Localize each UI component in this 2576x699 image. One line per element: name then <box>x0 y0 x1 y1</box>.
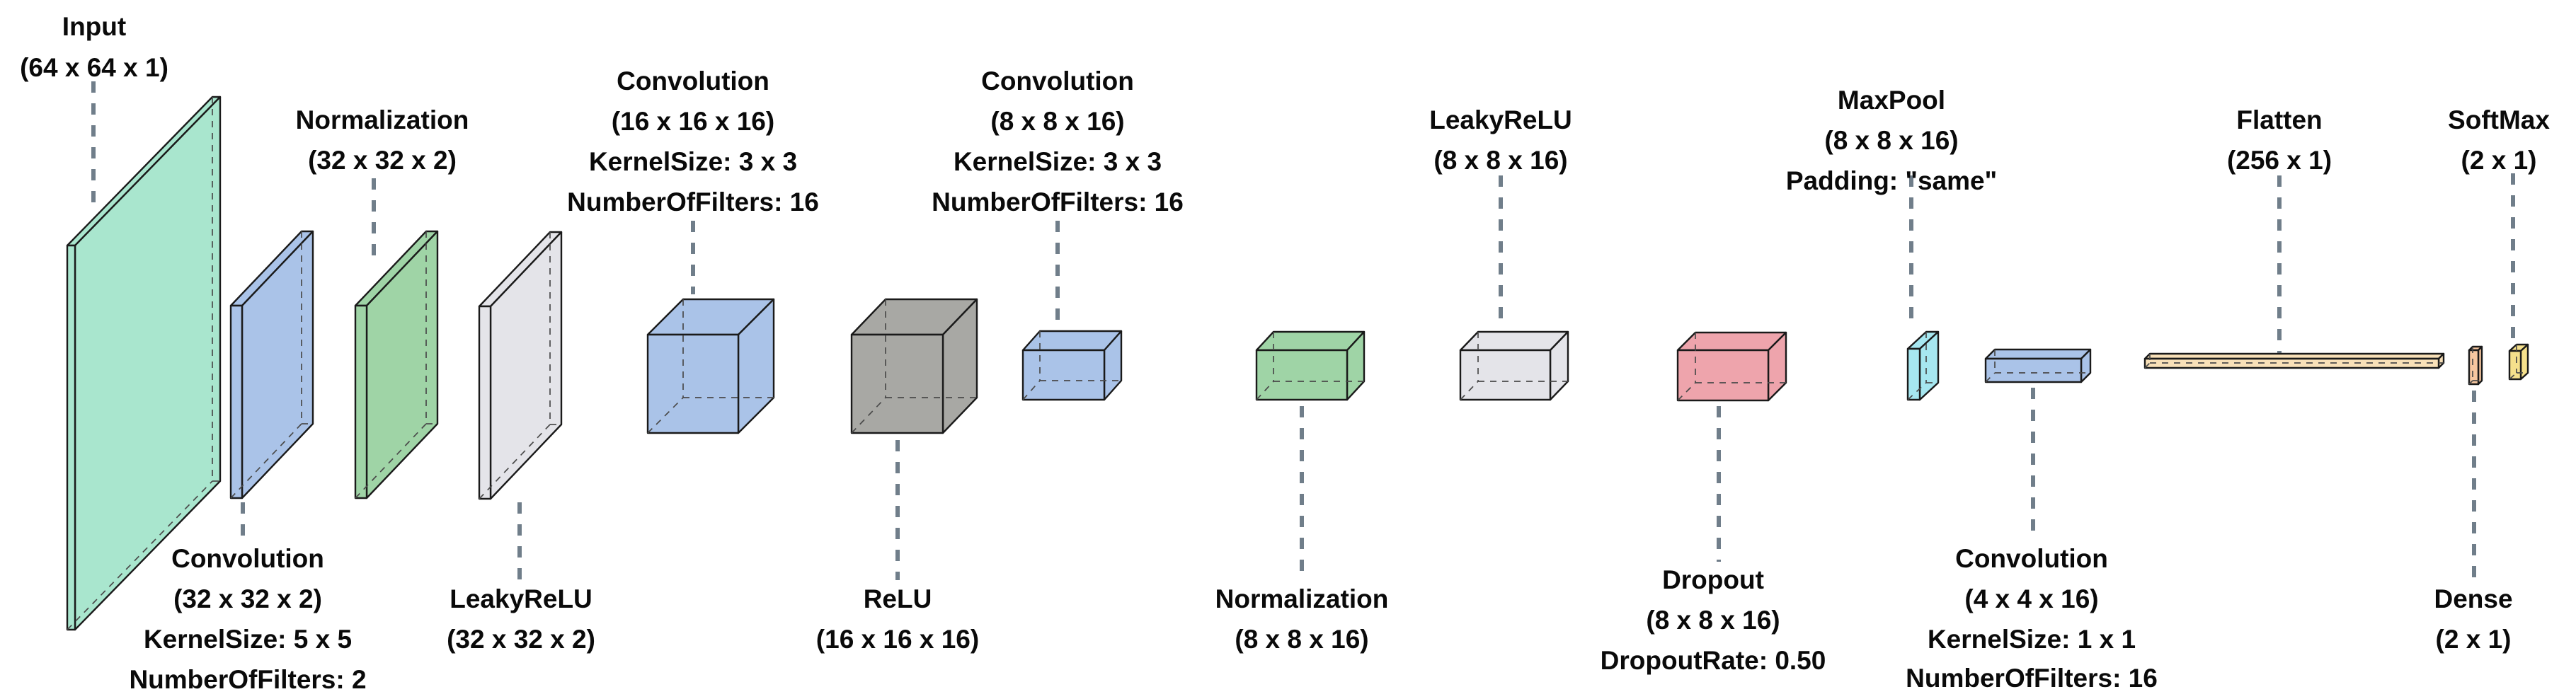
layer-relu: ReLU (16 x 16 x 16) <box>816 298 979 654</box>
layer-side-face <box>241 230 314 499</box>
layer-label-line: (8 x 8 x 16) <box>1433 146 1567 175</box>
layer-label-line: (256 x 1) <box>2227 146 2332 175</box>
layer-label-line: (16 x 16 x 16) <box>612 107 774 136</box>
layer-label-line: Dropout <box>1662 565 1764 594</box>
layer-label-line: KernelSize: 1 x 1 <box>1928 625 2136 654</box>
layer-norm-2: Normalization (8 x 8 x 16) <box>1215 330 1389 654</box>
layer-label-line: Normalization <box>296 105 469 134</box>
layer-label-line: LeakyReLU <box>450 584 593 613</box>
layer-front-face <box>478 305 492 500</box>
layer-top-face <box>1984 348 2092 360</box>
layer-label-line: Dense <box>2434 584 2512 613</box>
layer-top-face <box>1255 330 1366 352</box>
hidden-edge <box>1907 382 1927 400</box>
hidden-edge <box>1256 381 1274 400</box>
layer-label-line: ReLU <box>864 584 932 613</box>
layer-front-face <box>2508 350 2522 381</box>
hidden-edge <box>67 480 213 630</box>
layer-label-line: Convolution <box>171 544 324 573</box>
layer-conv-2: Convolution (16 x 16 x 16) KernelSize: 3 x… <box>567 67 819 434</box>
layer-label-line: (32 x 32 x 2) <box>447 625 595 654</box>
layer-label-line: NumberOfFilters: 16 <box>932 187 1184 216</box>
layer-side-face <box>365 230 439 499</box>
layer-front-face <box>354 304 368 499</box>
layer-front-face <box>1459 349 1552 401</box>
layers-group: Input (64 x 64 x 1) Convolution (32 x 32 x … <box>20 12 2550 694</box>
hidden-edge <box>1022 380 1041 400</box>
hidden-edge <box>647 397 684 434</box>
layer-conv-1: Convolution (32 x 32 x 2) KernelSize: 5 x … <box>129 230 367 694</box>
layer-front-face <box>2468 349 2480 386</box>
layer-label-line: (8 x 8 x 16) <box>990 107 1124 136</box>
layer-label-line: (16 x 16 x 16) <box>816 625 979 654</box>
layer-leakyrelu-2: LeakyReLU (8 x 8 x 16) <box>1429 105 1572 401</box>
layer-label-line: Input <box>62 12 126 41</box>
hidden-edge <box>355 423 427 499</box>
layer-front-face <box>1255 349 1349 401</box>
hidden-edge <box>851 397 886 434</box>
hidden-edge <box>1677 382 1696 401</box>
layer-dense: Dense (2 x 1) <box>2434 345 2513 654</box>
layer-side-face <box>489 231 563 500</box>
hidden-edge <box>230 423 302 499</box>
layer-label-line: Padding: "same" <box>1786 166 1997 195</box>
layer-label-line: (4 x 4 x 16) <box>1964 584 2098 613</box>
layer-front-face <box>1906 347 1921 401</box>
layer-label-line: Convolution <box>981 67 1134 96</box>
layer-front-face <box>646 333 740 434</box>
layer-label-line: Convolution <box>1955 544 2108 573</box>
layer-label-line: SoftMax <box>2448 105 2550 134</box>
layer-side-face <box>2519 343 2529 381</box>
layer-top-face <box>1676 331 1787 352</box>
layer-label-line: (8 x 8 x 16) <box>1824 126 1958 155</box>
layer-label-line: (32 x 32 x 2) <box>308 146 457 175</box>
layer-softmax: SoftMax (2 x 1) <box>2448 105 2550 381</box>
layer-front-face <box>229 304 244 499</box>
layer-label-line: Flatten <box>2236 105 2322 134</box>
layer-label-line: NumberOfFilters: 16 <box>567 187 819 216</box>
layer-front-face <box>1021 349 1106 401</box>
layer-maxpool: MaxPool (8 x 8 x 16) Padding: "same" <box>1786 86 1997 401</box>
layer-input: Input (64 x 64 x 1) <box>20 12 222 631</box>
layer-label-line: KernelSize: 3 x 3 <box>954 147 1162 176</box>
layer-label-line: (64 x 64 x 1) <box>20 53 168 82</box>
hidden-edge <box>2509 372 2517 380</box>
layer-front-face <box>850 333 944 434</box>
layer-label-line: LeakyReLU <box>1429 105 1572 134</box>
hidden-edge <box>1985 372 1996 383</box>
layer-conv-4: Convolution (4 x 4 x 16) KernelSize: 1 x 1… <box>1906 348 2158 693</box>
layer-label-line: (2 x 1) <box>2436 625 2512 654</box>
layer-label-line: (8 x 8 x 16) <box>1646 606 1780 635</box>
layer-front-face <box>66 244 76 631</box>
layer-label-line: NumberOfFilters: 16 <box>1906 664 2158 693</box>
layer-conv-3: Convolution (8 x 8 x 16) KernelSize: 3 x 3… <box>932 67 1184 401</box>
hidden-edge <box>1460 381 1479 400</box>
layer-front-face <box>1676 349 1770 402</box>
layer-label-line: (2 x 1) <box>2461 146 2537 175</box>
layer-front-face <box>1984 357 2083 383</box>
layer-norm-1: Normalization (32 x 32 x 2) <box>296 105 469 499</box>
layer-label-line: DropoutRate: 0.50 <box>1601 646 1826 675</box>
layer-label-line: MaxPool <box>1838 86 1945 115</box>
layer-dropout: Dropout (8 x 8 x 16) DropoutRate: 0.50 <box>1601 331 1826 675</box>
layer-label-line: (32 x 32 x 2) <box>173 584 322 613</box>
layer-label-line: Normalization <box>1215 584 1389 613</box>
layer-leakyrelu-1: LeakyReLU (32 x 32 x 2) <box>447 231 595 654</box>
layer-flatten: Flatten (256 x 1) <box>2143 105 2445 369</box>
layer-label-line: NumberOfFilters: 2 <box>129 665 366 694</box>
hidden-edge <box>479 424 551 499</box>
layer-label-line: KernelSize: 3 x 3 <box>589 147 797 176</box>
layer-label-line: KernelSize: 5 x 5 <box>144 625 352 654</box>
hidden-edge <box>2144 362 2151 369</box>
layer-label-line: Convolution <box>617 67 769 96</box>
hidden-edge <box>2468 380 2473 385</box>
layer-label-line: (8 x 8 x 16) <box>1235 625 1368 654</box>
